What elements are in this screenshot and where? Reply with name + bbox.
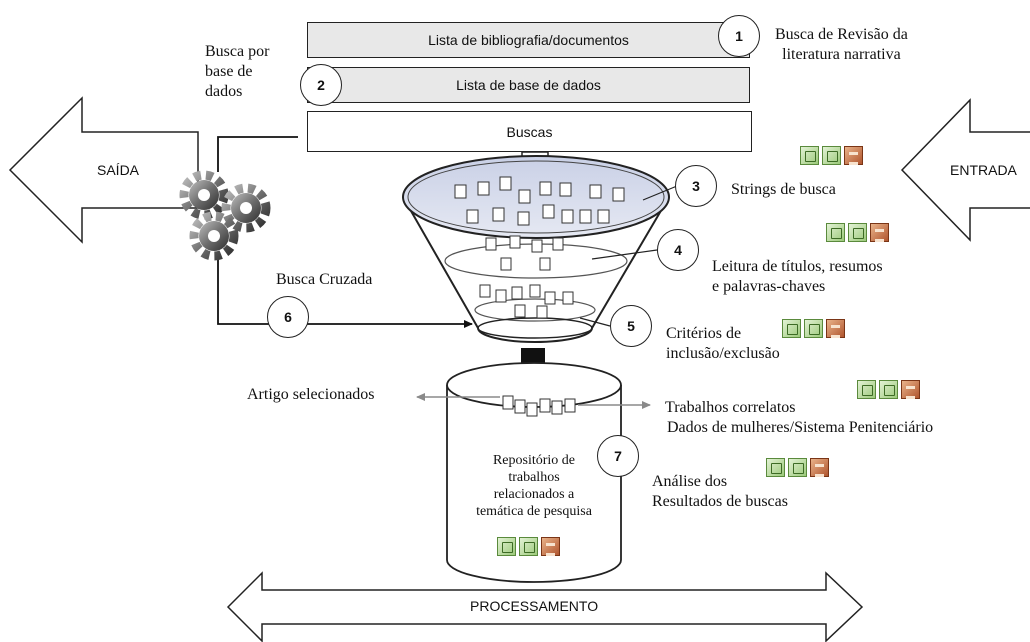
by-database-label: Busca por base de dados — [205, 43, 270, 100]
funnel-top — [402, 155, 670, 239]
database-icon — [541, 537, 560, 556]
funnel-level-3 — [474, 298, 596, 322]
analysis-label: Análise dos Resultados de buscas — [652, 473, 788, 510]
icon-group-search-strings — [800, 146, 863, 165]
spreadsheet-icon — [788, 458, 807, 477]
step-3-circle: 3 — [675, 165, 717, 207]
reading-label: Leitura de títulos, resumos e palavras-c… — [712, 258, 883, 295]
searches-bar: Buscas — [307, 111, 752, 152]
step-4-circle: 4 — [657, 229, 699, 271]
search-strings-label: Strings de busca — [731, 181, 836, 198]
repository-cylinder — [446, 385, 622, 583]
spreadsheet-icon — [848, 223, 867, 242]
repository-label: Repositório de trabalhos relacionados a … — [476, 453, 592, 519]
funnel-documents — [454, 176, 625, 319]
selected-articles-label: Artigo selecionados — [247, 386, 375, 403]
repository-documents — [502, 395, 576, 417]
narrative-review-label: Busca de Revisão da literatura narrativa — [775, 26, 908, 63]
database-icon — [826, 319, 845, 338]
icon-group-analysis — [766, 458, 829, 477]
cross-search-label: Busca Cruzada — [276, 271, 373, 288]
spreadsheet-icon — [800, 146, 819, 165]
icon-group-criteria — [782, 319, 845, 338]
spreadsheet-icon — [879, 380, 898, 399]
database-icon — [901, 380, 920, 399]
step-2-circle: 2 — [300, 64, 342, 106]
output-label: SAÍDA — [97, 162, 140, 178]
icon-group-related — [857, 380, 920, 399]
spreadsheet-icon — [826, 223, 845, 242]
related-works-label: Trabalhos correlatos Dados de mulheres/S… — [665, 399, 934, 436]
spreadsheet-icon — [497, 537, 516, 556]
database-list-bar: Lista de base de dados — [307, 67, 750, 103]
cross-search-line — [217, 136, 298, 172]
database-icon — [844, 146, 863, 165]
cross-search-line-2 — [217, 252, 473, 328]
step-1-circle: 1 — [718, 15, 760, 57]
gears-icon — [179, 170, 271, 261]
step-6-circle: 6 — [267, 296, 309, 338]
processing-label: PROCESSAMENTO — [470, 598, 599, 614]
processing-arrow — [226, 571, 864, 642]
database-icon — [810, 458, 829, 477]
spreadsheet-icon — [782, 319, 801, 338]
spreadsheet-icon — [519, 537, 538, 556]
database-icon — [870, 223, 889, 242]
spreadsheet-icon — [822, 146, 841, 165]
input-arrow — [900, 98, 1030, 242]
funnel-bottom — [477, 317, 593, 339]
step-5-circle: 5 — [610, 305, 652, 347]
bibliography-list-bar: Lista de bibliografia/documentos — [307, 22, 750, 58]
icon-group-repository — [497, 537, 560, 556]
spreadsheet-icon — [766, 458, 785, 477]
spreadsheet-icon — [804, 319, 823, 338]
criteria-label: Critérios de inclusão/exclusão — [666, 325, 780, 362]
step-7-circle: 7 — [597, 435, 639, 477]
icon-group-reading — [826, 223, 889, 242]
input-label: ENTRADA — [950, 162, 1017, 178]
spreadsheet-icon — [857, 380, 876, 399]
output-arrow — [8, 96, 199, 244]
